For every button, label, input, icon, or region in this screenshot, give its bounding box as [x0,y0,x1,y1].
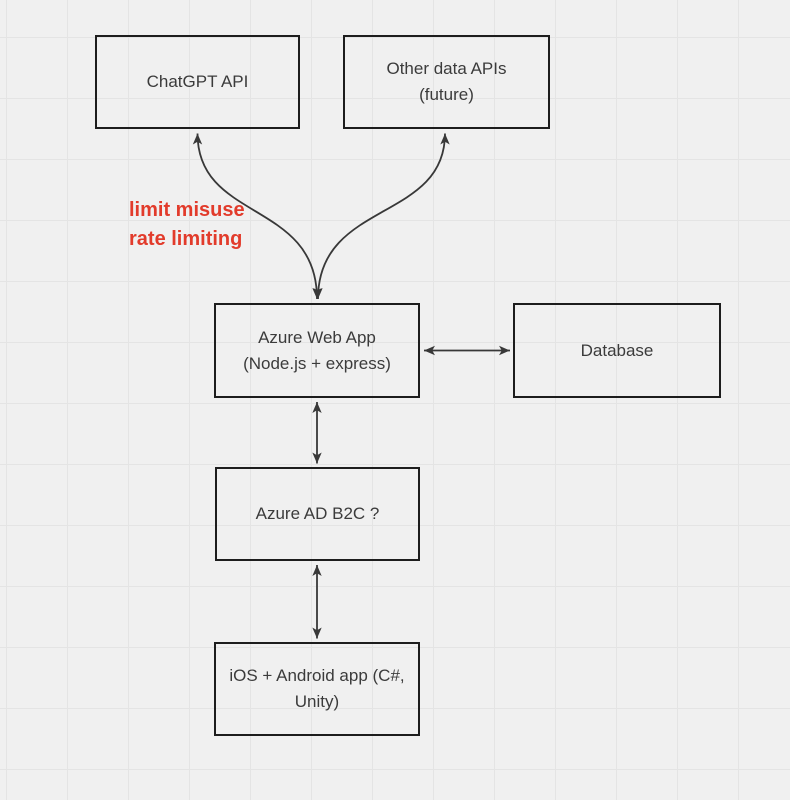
node-database-label: Database [580,340,654,360]
node-azure-ad-b2c-label: Azure AD B2C ? [255,504,380,523]
node-ios-android-app: iOS + Android app (C#, Unity) [214,642,420,736]
rate-limiting-annotation: limit misuse rate limiting [129,199,245,250]
node-azure-web-app: Azure Web App (Node.js + express) [214,303,420,398]
node-chatgpt-api-label: ChatGPT API [146,72,249,91]
node-chatgpt-api: ChatGPT API [95,35,300,129]
node-other-data-apis-label: Other data APIs (future) [386,59,507,104]
node-azure-ad-b2c: Azure AD B2C ? [215,467,420,561]
node-ios-android-app-label: iOS + Android app (C#, Unity) [229,666,405,711]
node-database: Database [513,303,721,398]
edge-other-apis-azure-web-app [313,133,450,300]
node-other-data-apis: Other data APIs (future) [343,35,550,129]
node-azure-web-app-label: Azure Web App (Node.js + express) [243,327,391,373]
